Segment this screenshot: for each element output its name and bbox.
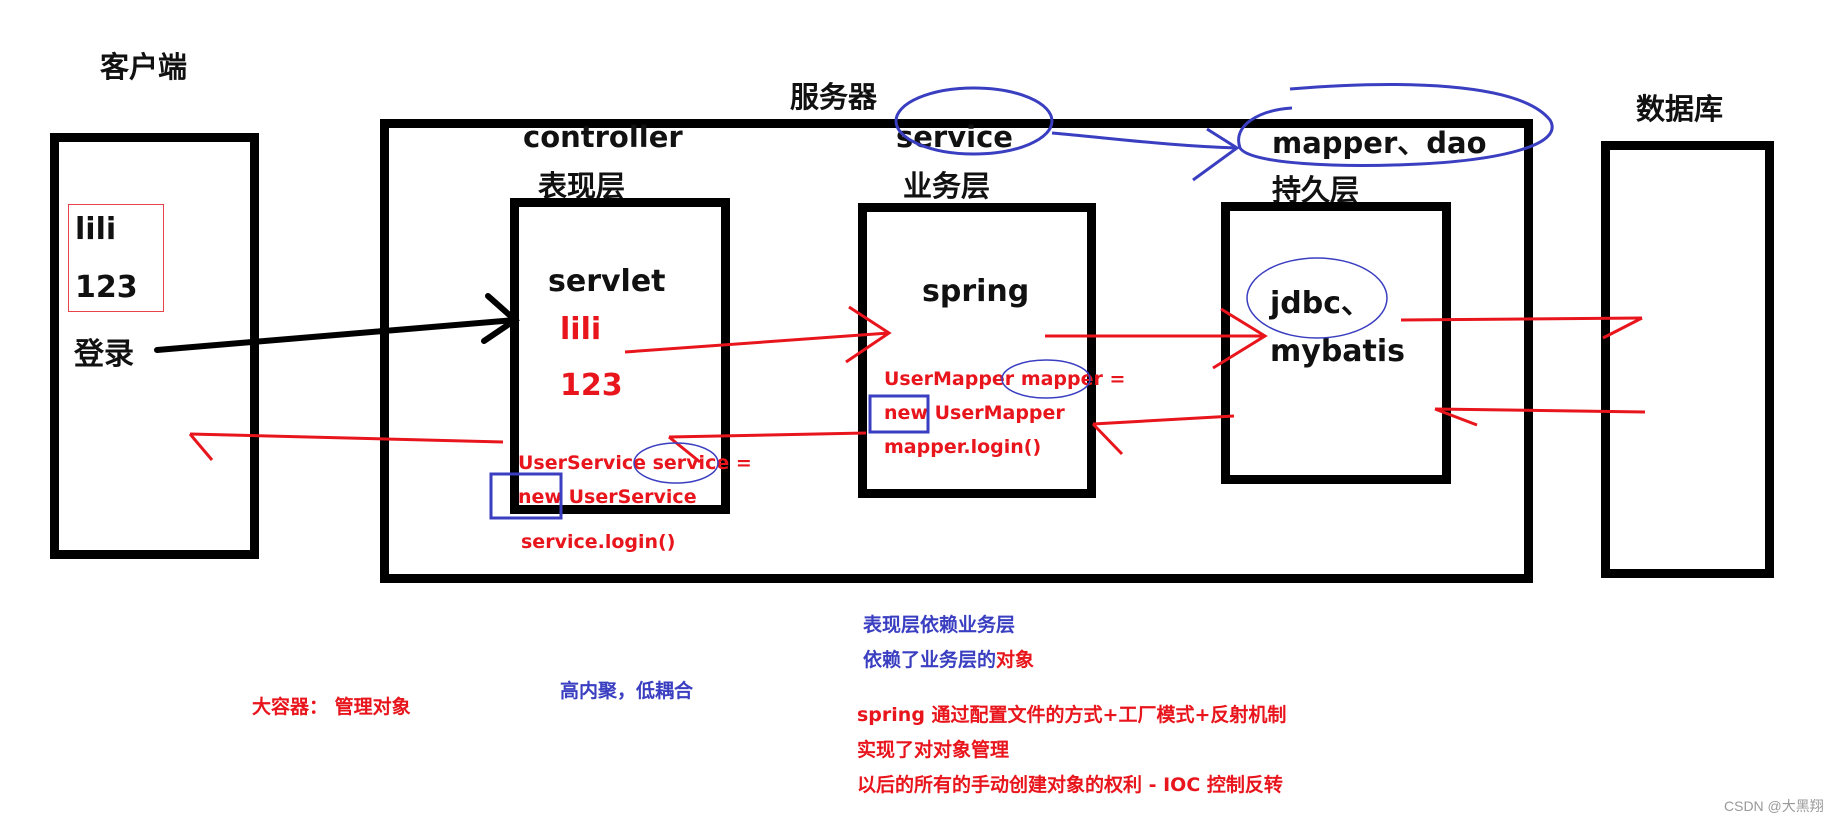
code-eq: =: [735, 452, 752, 474]
controller-code-line3: service.login(): [521, 531, 676, 553]
credentials-box: [68, 204, 164, 312]
mapper-name: mapper、dao: [1272, 126, 1487, 160]
client-username: lili: [75, 212, 117, 247]
note-container: 大容器： 管理对象: [252, 696, 411, 718]
service-code-line1: UserMapper mapper =: [884, 368, 1125, 390]
controller-value-password: 123: [560, 368, 623, 403]
service-code-line3: mapper.login(): [884, 436, 1042, 458]
controller-layer: 表现层: [538, 169, 626, 203]
controller-code-line1: UserService service =: [518, 452, 752, 474]
controller-name: controller: [523, 120, 683, 154]
service-layer: 业务层: [903, 169, 991, 203]
mapper-layer: 持久层: [1272, 173, 1360, 207]
controller-value-username: lili: [560, 312, 602, 347]
code-eq: =: [1109, 368, 1126, 390]
note-spring-1: spring 通过配置文件的方式+工厂模式+反射机制: [857, 704, 1287, 726]
client-password: 123: [75, 270, 138, 305]
login-button[interactable]: 登录: [74, 337, 134, 372]
note-dependency-2-text: 依赖了业务层的: [863, 649, 997, 671]
database-box: [1601, 141, 1774, 578]
note-cohesion: 高内聚，低耦合: [560, 680, 694, 702]
code-type: UserMapper: [884, 368, 1015, 390]
note-dependency-1: 表现层依赖业务层: [863, 614, 1016, 636]
mapper-tech-mybatis: mybatis: [1270, 334, 1406, 369]
note-dependency-2: 依赖了业务层的对象: [863, 645, 1034, 672]
code-var: service: [652, 452, 730, 474]
code-var: mapper: [1020, 368, 1103, 390]
service-name: service: [896, 120, 1013, 154]
database-title: 数据库: [1636, 92, 1724, 126]
server-title: 服务器: [790, 80, 878, 114]
watermark: CSDN @大黑翔: [1724, 798, 1824, 814]
client-title: 客户端: [100, 50, 188, 84]
mapper-tech-jdbc: jdbc、: [1270, 286, 1372, 321]
service-code-line2: new UserMapper: [884, 402, 1065, 424]
code-type: UserService: [518, 452, 646, 474]
controller-tech: servlet: [548, 264, 666, 299]
service-tech: spring: [922, 274, 1030, 309]
code-ctor: UserService: [568, 486, 697, 508]
code-new-keyword: new: [884, 402, 928, 424]
note-spring-3: 以后的所有的手动创建对象的权利 - IOC 控制反转: [857, 774, 1283, 796]
controller-code-line2: new UserService: [518, 486, 697, 508]
code-new-keyword: new: [518, 486, 562, 508]
note-spring-2: 实现了对对象管理: [857, 739, 1010, 761]
code-ctor: UserMapper: [934, 402, 1065, 424]
controller-box: [510, 198, 730, 514]
note-dependency-2-highlight: 对象: [996, 649, 1035, 671]
